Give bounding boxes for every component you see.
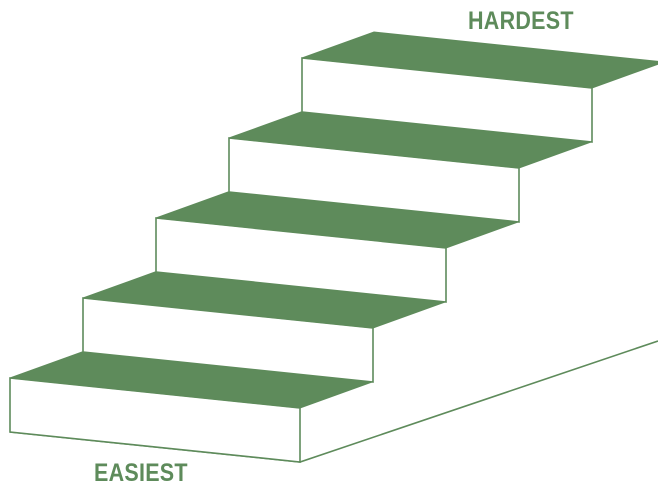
easiest-label: EASIEST: [94, 459, 188, 487]
step-tread: [301, 31, 658, 89]
hardest-label: HARDEST: [468, 7, 574, 35]
steps-group: [9, 31, 658, 463]
